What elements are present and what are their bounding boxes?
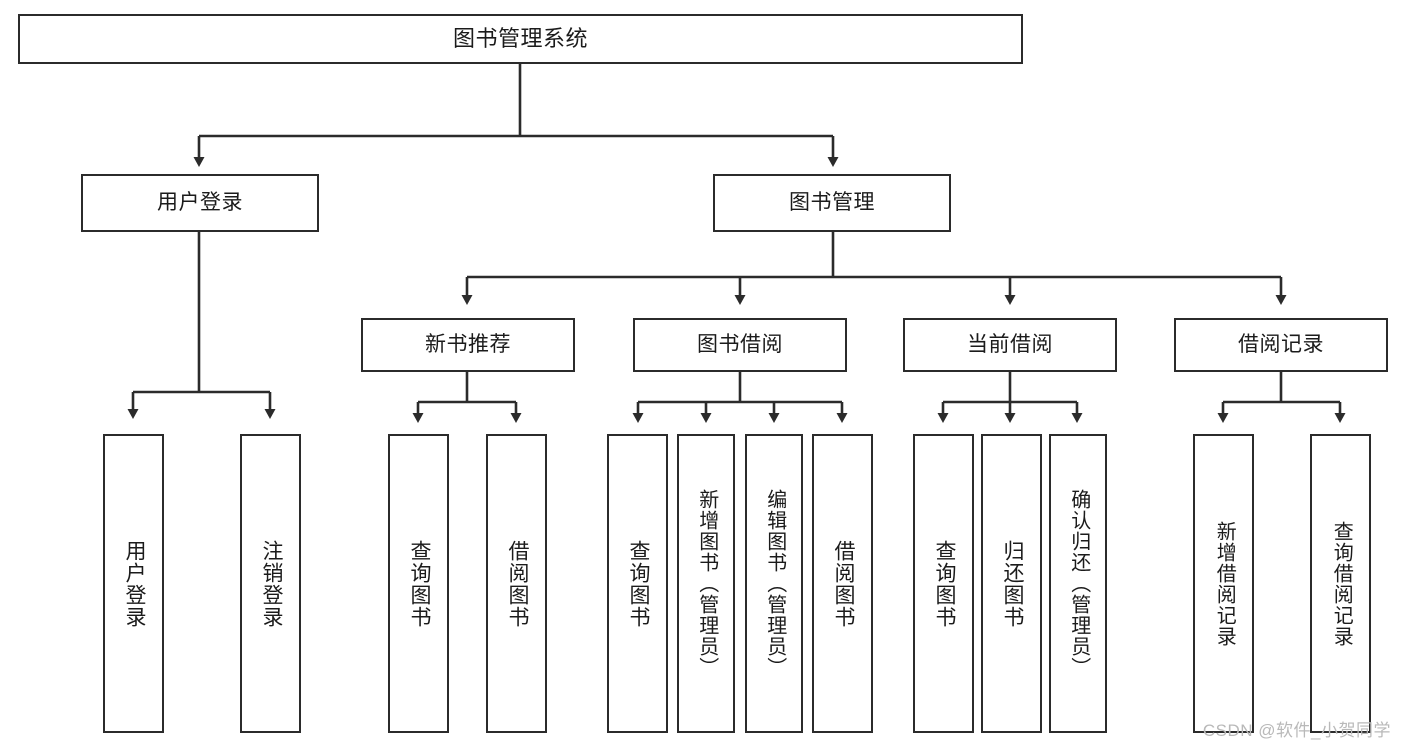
node-label: 归还图书 [1000,539,1024,628]
node-label: 新增图书（管理员） [695,489,718,678]
node-current-borrow[interactable]: 当前借阅 [903,318,1117,372]
node-label: 确认归还（管理员） [1067,489,1090,678]
node-label: 图书管理系统 [452,26,588,52]
node-label: 借阅记录 [1238,332,1324,356]
node-borrow-record[interactable]: 借阅记录 [1174,318,1388,372]
leaf-logout[interactable]: 注销登录 [240,434,301,733]
node-book-management[interactable]: 图书管理 [713,174,951,232]
node-label: 查询图书 [932,539,956,628]
node-label: 编辑图书（管理员） [763,489,786,678]
leaf-query-book-current[interactable]: 查询图书 [913,434,974,733]
leaf-user-login[interactable]: 用户登录 [103,434,164,733]
node-label: 查询图书 [626,539,650,628]
leaf-confirm-return-admin[interactable]: 确认归还（管理员） [1049,434,1107,733]
node-root-system[interactable]: 图书管理系统 [18,14,1023,64]
node-label: 图书管理 [789,190,875,214]
node-book-borrow[interactable]: 图书借阅 [633,318,847,372]
node-label: 查询借阅记录 [1330,520,1353,647]
leaf-edit-book-admin[interactable]: 编辑图书（管理员） [745,434,803,733]
node-label: 用户登录 [157,190,243,214]
leaf-add-borrow-record[interactable]: 新增借阅记录 [1193,434,1254,733]
node-label: 新增借阅记录 [1213,520,1236,647]
watermark-text: CSDN @软件_小贺同学 [1202,721,1391,740]
leaf-borrow-book[interactable]: 借阅图书 [812,434,873,733]
leaf-return-book[interactable]: 归还图书 [981,434,1042,733]
node-label: 用户登录 [122,539,146,628]
leaf-query-book-recommend[interactable]: 查询图书 [388,434,449,733]
node-label: 当前借阅 [967,332,1053,356]
node-label: 图书借阅 [697,332,783,356]
node-label: 借阅图书 [505,539,529,628]
leaf-query-borrow-record[interactable]: 查询借阅记录 [1310,434,1371,733]
node-label: 新书推荐 [425,332,511,356]
leaf-query-book-borrow[interactable]: 查询图书 [607,434,668,733]
node-user-login[interactable]: 用户登录 [81,174,319,232]
node-label: 查询图书 [407,539,431,628]
node-label: 借阅图书 [831,539,855,628]
leaf-borrow-book-recommend[interactable]: 借阅图书 [486,434,547,733]
node-new-book-recommend[interactable]: 新书推荐 [361,318,575,372]
node-label: 注销登录 [259,539,283,628]
leaf-add-book-admin[interactable]: 新增图书（管理员） [677,434,735,733]
